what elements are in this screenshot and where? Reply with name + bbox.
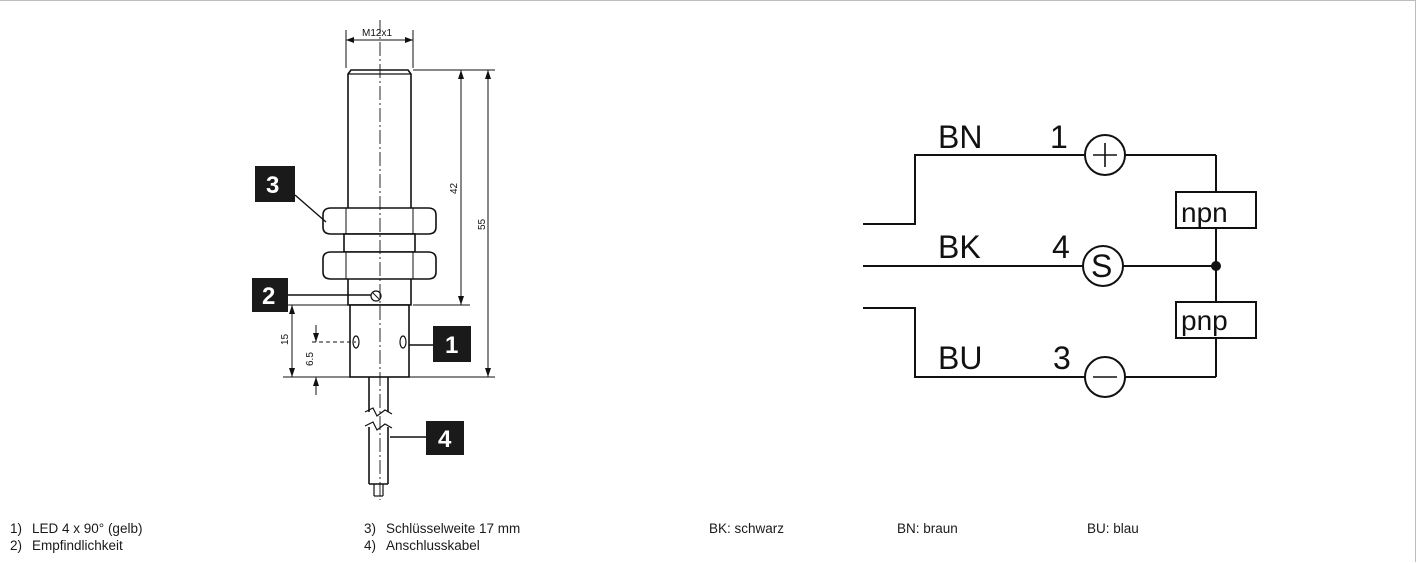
dimension-6-5-label: 6.5 <box>305 352 316 366</box>
callout-4: 4 <box>426 421 464 455</box>
pin-1-label: 1 <box>1050 119 1068 155</box>
wire-bk-label: BK <box>938 229 981 265</box>
callout-2-label: 2 <box>262 283 275 310</box>
legend-item-4-number: 4) <box>364 538 377 553</box>
wire-bn-label: BN <box>938 119 982 155</box>
legend-item-2-text: Empfindlichkeit <box>32 538 123 553</box>
legend-item-3-text: Schlüsselweite 17 mm <box>386 521 521 536</box>
legend-item-3-number: 3) <box>364 521 377 536</box>
npn-label: npn <box>1181 197 1228 228</box>
dimension-42-label: 42 <box>449 182 460 194</box>
callout-1: 1 <box>433 326 471 362</box>
signal-symbol: S <box>1091 248 1112 284</box>
callout-2: 2 <box>252 278 288 312</box>
callout-3-label: 3 <box>266 172 279 199</box>
thread-dimension-label: M12x1 <box>362 28 392 39</box>
wiring-diagram <box>863 134 1257 398</box>
color-key-bu: BU: blau <box>1087 521 1139 536</box>
legend-item-4: 4) Anschlusskabel <box>364 537 480 554</box>
sensor-drawing <box>283 20 495 500</box>
color-key-bk: BK: schwarz <box>709 521 785 536</box>
wire-bu-label: BU <box>938 340 982 376</box>
legend-item-4-text: Anschlusskabel <box>386 538 480 553</box>
legend-item-2: 2) Empfindlichkeit <box>10 537 123 554</box>
legend-item-3: 3) Schlüsselweite 17 mm <box>364 520 520 537</box>
pin-3-label: 3 <box>1053 340 1071 376</box>
legend-item-1: 1) LED 4 x 90° (gelb) <box>10 520 142 537</box>
callout-3: 3 <box>255 166 295 202</box>
dimension-55-label: 55 <box>477 218 488 230</box>
callout-4-label: 4 <box>438 426 452 453</box>
pnp-label: pnp <box>1181 305 1228 336</box>
color-key-bn: BN: braun <box>897 521 958 536</box>
junction-dot <box>1211 261 1221 271</box>
legend-item-2-number: 2) <box>10 538 23 553</box>
pin-4-label: 4 <box>1052 229 1070 265</box>
dimension-15-label: 15 <box>280 333 291 345</box>
callout-1-label: 1 <box>445 332 458 359</box>
legend-item-1-text: LED 4 x 90° (gelb) <box>32 521 143 536</box>
legend-item-1-number: 1) <box>10 521 23 536</box>
